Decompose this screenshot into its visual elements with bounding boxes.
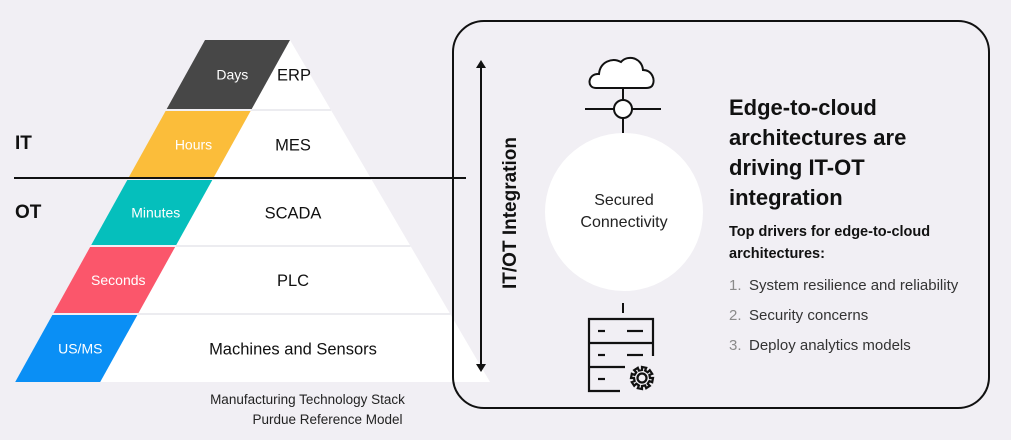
caption-line-2: Purdue Reference Model — [252, 412, 403, 427]
it-label: IT — [15, 133, 32, 154]
driver-number: 3. — [729, 337, 742, 354]
integration-panel — [452, 20, 990, 409]
caption-line-1: Manufacturing Technology Stack — [210, 392, 405, 407]
driver-text: System resilience and reliability — [749, 277, 959, 294]
circle-line-1: Secured — [594, 192, 654, 209]
timescale-band-2 — [91, 180, 213, 245]
driver-item: 1. System resilience and reliability — [729, 271, 958, 301]
ot-label: OT — [15, 202, 42, 223]
driver-item: 2. Security concerns — [729, 301, 958, 331]
drivers-title: Top drivers for edge-to-cloud architectu… — [729, 224, 931, 262]
timescale-label: US/MS — [58, 341, 102, 357]
circle-line-2: Connectivity — [580, 214, 668, 231]
timescale-label: Seconds — [91, 272, 145, 288]
driver-number: 2. — [729, 307, 742, 324]
integration-axis-label: IT/OT Integration — [500, 137, 521, 289]
timescale-label: Days — [216, 67, 248, 83]
timescale-label: Minutes — [131, 205, 180, 221]
driver-text: Security concerns — [749, 307, 869, 324]
driver-item: 3. Deploy analytics models — [729, 331, 958, 361]
headline: Edge-to-cloud architectures are driving … — [729, 95, 907, 210]
system-layer-label: Machines and Sensors — [209, 341, 377, 359]
drivers-list: 1. System resilience and reliability 2. Se… — [729, 271, 958, 361]
driver-text: Deploy analytics models — [749, 337, 911, 354]
driver-number: 1. — [729, 277, 742, 294]
system-layer-label: ERP — [277, 67, 311, 85]
timescale-label: Hours — [175, 137, 212, 153]
pyramid-caption: Manufacturing Technology Stack Purdue Re… — [180, 390, 435, 430]
system-layer-label: MES — [275, 137, 311, 155]
system-layer-label: PLC — [277, 272, 309, 290]
timescale-band-4 — [15, 315, 138, 382]
timescale-band-3 — [53, 247, 176, 313]
system-layer-label: SCADA — [265, 205, 322, 223]
timescale-band-1 — [128, 111, 251, 178]
timescale-band-0 — [166, 40, 290, 109]
secured-connectivity-circle: Secured Connectivity — [545, 133, 703, 291]
pyramid-body — [100, 40, 490, 382]
